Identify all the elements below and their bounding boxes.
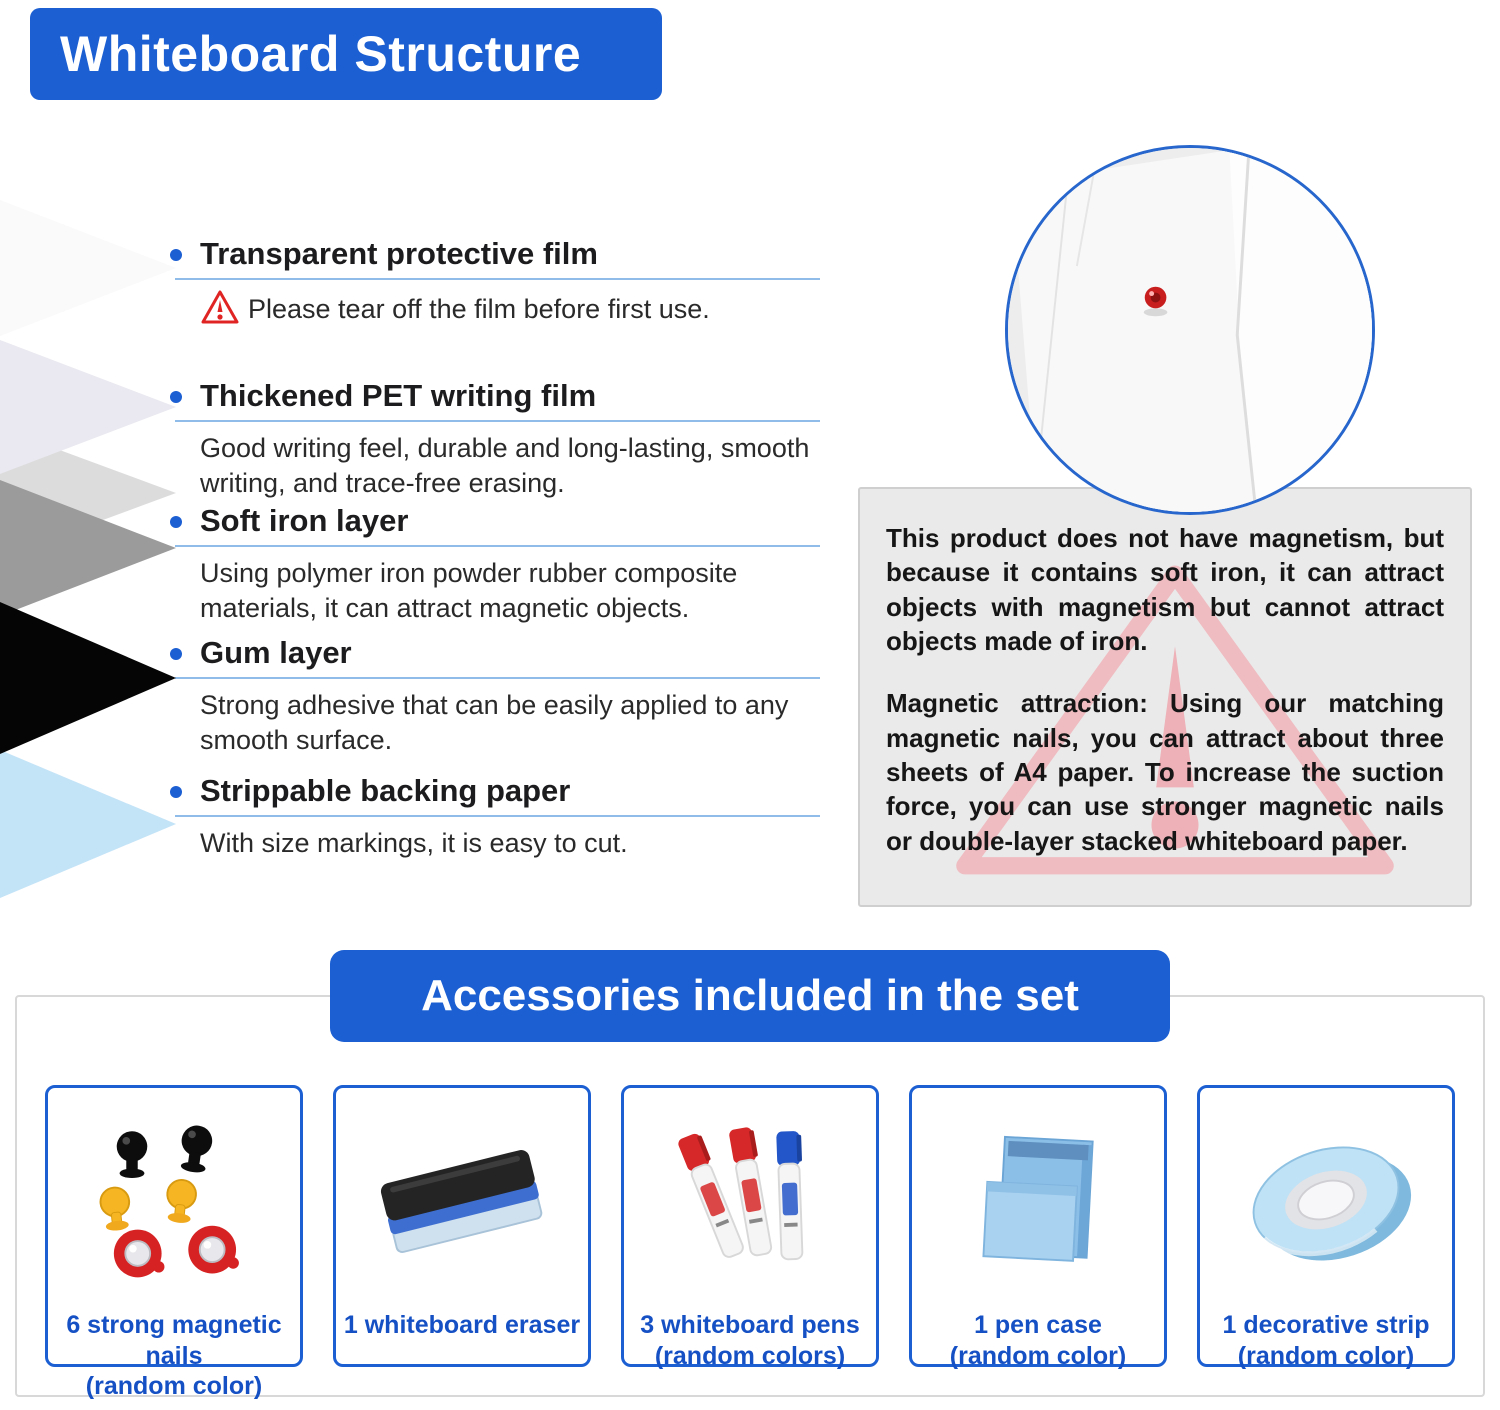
layer-description: Using polymer iron powder rubber composi…: [200, 557, 738, 623]
accessory-label: 1 whiteboard eraser: [336, 1310, 588, 1341]
notice-paragraph-1: This product does not have magnetism, bu…: [886, 523, 1444, 656]
layer-description: With size markings, it is easy to cut.: [200, 827, 628, 858]
bullet-dot: [170, 786, 182, 798]
accessory-label: 1 pen case (random color): [912, 1310, 1164, 1371]
whiteboard-paper-photo: [1008, 148, 1372, 512]
layer-heading: Transparent protective film: [200, 236, 598, 271]
magnetism-notice-box: This product does not have magnetism, bu…: [858, 487, 1472, 907]
accessory-label-line2: (random color): [1237, 1341, 1415, 1370]
notice-text: This product does not have magnetism, bu…: [860, 489, 1470, 858]
accessory-label-line2: (random colors): [654, 1341, 846, 1370]
accessory-card-decorative-strip: 1 decorative strip (random color): [1197, 1085, 1455, 1370]
accessory-label-line1: 1 pen case: [974, 1311, 1102, 1339]
layer-shape-protective-film: [0, 200, 176, 336]
layer-heading: Soft iron layer: [200, 503, 409, 538]
layer-shape-pet-film: [0, 340, 176, 474]
accessories-card-row: 6 strong magnetic nails (random color) 1…: [45, 1085, 1455, 1400]
pen-case-image: [912, 1094, 1164, 1306]
accessory-label-line1: 1 whiteboard eraser: [343, 1311, 581, 1339]
page-title: Whiteboard Structure: [60, 26, 582, 82]
heading-underline: [175, 544, 820, 547]
layer-shape-backing-paper: [0, 750, 176, 898]
accessory-label-line1: 1 decorative strip: [1222, 1311, 1430, 1339]
heading-underline: [175, 814, 820, 817]
bullet-dot: [170, 648, 182, 660]
layer-description: Please tear off the film before first us…: [200, 289, 820, 327]
magnetic-nails-image: [48, 1094, 300, 1306]
heading-underline: [175, 676, 820, 679]
accessory-label: 6 strong magnetic nails (random color): [48, 1310, 300, 1402]
layer-section-gum: Gum layer Strong adhesive that can be ea…: [170, 635, 840, 758]
decorative-strip-image: [1200, 1094, 1452, 1306]
layer-description: Good writing feel, durable and long-last…: [200, 432, 810, 498]
layer-section-backing-paper: Strippable backing paper With size marki…: [170, 773, 840, 861]
warning-watermark-icon: [956, 565, 1394, 875]
accessory-card-magnetic-nails: 6 strong magnetic nails (random color): [45, 1085, 303, 1400]
whiteboard-pens-image: [624, 1094, 876, 1306]
accessory-card-pen-case: 1 pen case (random color): [909, 1085, 1167, 1370]
accessory-card-eraser: 1 whiteboard eraser: [333, 1085, 591, 1367]
accessory-label-line1: 3 whiteboard pens: [640, 1311, 860, 1339]
accessory-label: 3 whiteboard pens (random colors): [624, 1310, 876, 1371]
accessory-label: 1 decorative strip (random color): [1200, 1310, 1452, 1371]
accessory-card-pens: 3 whiteboard pens (random colors): [621, 1085, 879, 1370]
accessories-title: Accessories included in the set: [421, 971, 1079, 1020]
page-title-banner: Whiteboard Structure: [30, 8, 662, 100]
layer-heading: Strippable backing paper: [200, 773, 571, 808]
bullet-dot: [170, 391, 182, 403]
heading-underline: [175, 419, 820, 422]
bullet-dot: [170, 516, 182, 528]
layer-heading: Thickened PET writing film: [200, 378, 597, 413]
notice-paragraph-2: Magnetic attraction: Using our matching …: [886, 688, 1444, 856]
bullet-dot: [170, 249, 182, 261]
layer-section-soft-iron: Soft iron layer Using polymer iron powde…: [170, 503, 840, 626]
heading-underline: [175, 277, 820, 280]
accessory-label-line2: (random color): [949, 1341, 1127, 1370]
accessory-label-line1: 6 strong magnetic nails: [66, 1311, 282, 1370]
layer-section-protective-film: Transparent protective film Please tear …: [170, 236, 840, 327]
layer-description: Strong adhesive that can be easily appli…: [200, 689, 789, 755]
whiteboard-eraser-image: [336, 1094, 588, 1306]
accessories-title-banner: Accessories included in the set: [330, 950, 1170, 1042]
accessory-label-line2: (random color): [85, 1372, 263, 1400]
warning-triangle-icon: [200, 289, 240, 325]
layer-heading: Gum layer: [200, 635, 352, 670]
layer-section-pet-film: Thickened PET writing film Good writing …: [170, 378, 840, 501]
layer-shape-gum: [0, 602, 176, 754]
product-photo-circle: [1005, 145, 1375, 515]
